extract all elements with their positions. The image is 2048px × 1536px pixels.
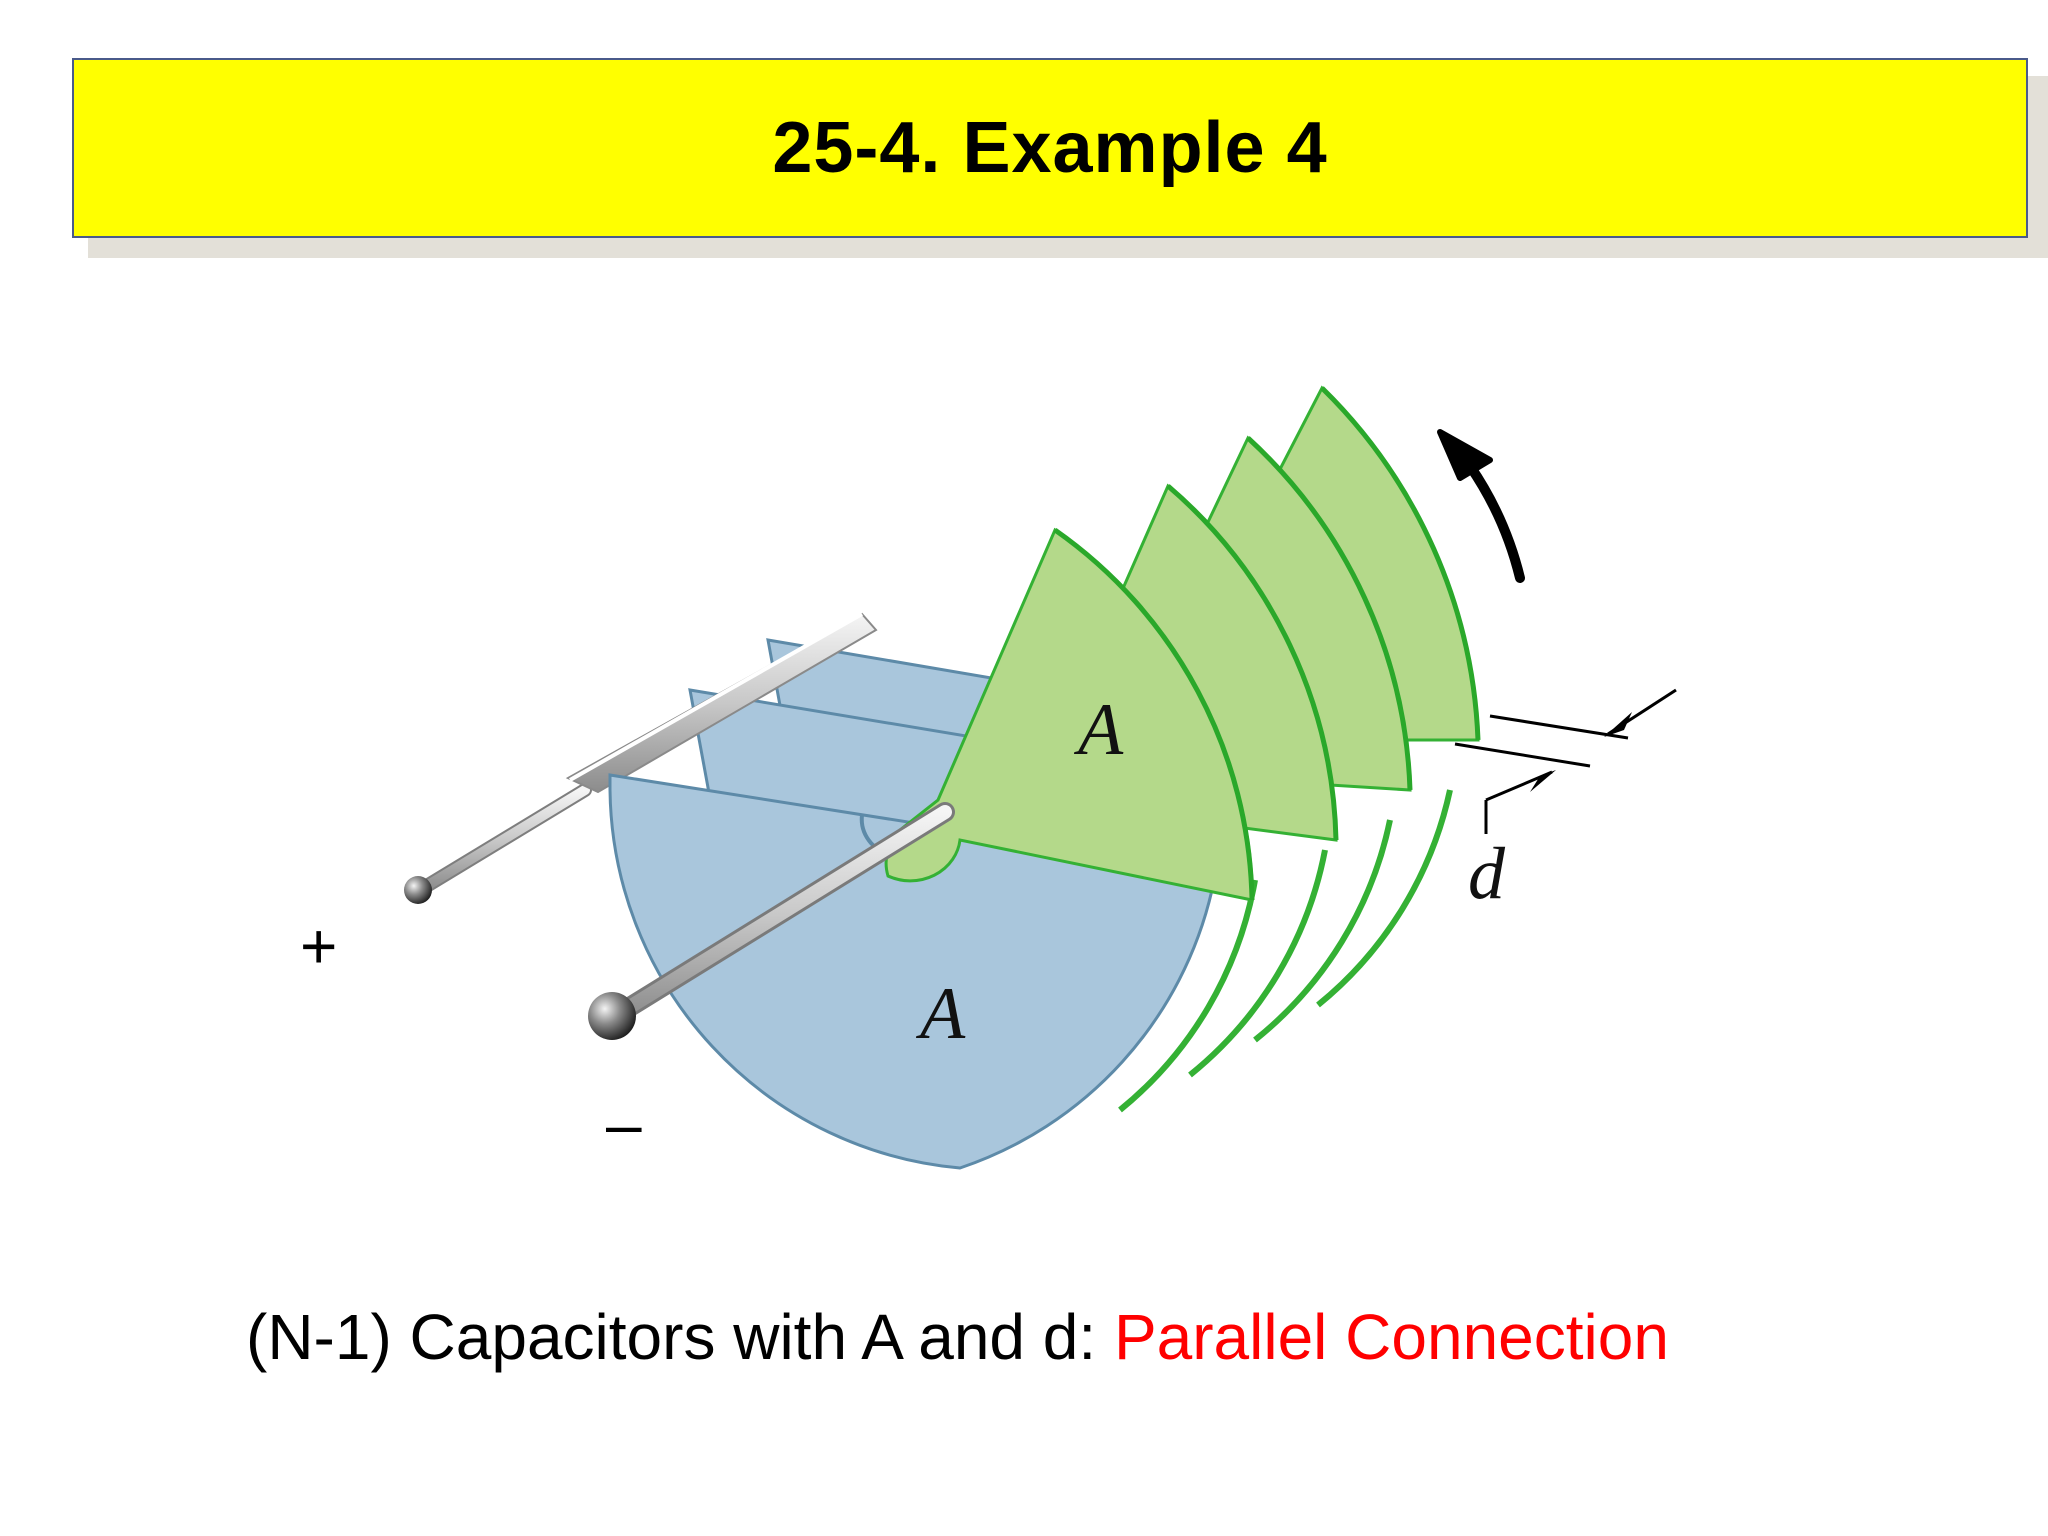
rotation-arrow	[1437, 429, 1525, 583]
area-label-rotor: A	[1073, 689, 1124, 771]
caption-text: (N-1) Capacitors with A and d:	[246, 1301, 1114, 1373]
caption: (N-1) Capacitors with A and d: Parallel …	[246, 1300, 1669, 1374]
stator-bus-bar	[565, 612, 878, 794]
negative-terminal	[588, 802, 955, 1040]
stacked-plate-edges	[1118, 789, 1453, 1113]
negative-terminal-ball	[588, 992, 636, 1040]
separation-label: d	[1468, 833, 1506, 915]
separation-dimension	[1454, 688, 1677, 834]
plus-sign: +	[300, 910, 337, 982]
fixed-plate-1	[608, 773, 1214, 1170]
area-label-stator: A	[915, 973, 966, 1055]
minus-sign: –	[606, 1088, 642, 1160]
title-banner: 25-4. Example 4	[72, 58, 2028, 238]
caption-highlight: Parallel Connection	[1113, 1301, 1669, 1373]
positive-terminal	[404, 783, 592, 904]
positive-terminal-ball	[404, 876, 432, 904]
slide-title: 25-4. Example 4	[772, 108, 1328, 188]
rotor-plate-1	[884, 527, 1255, 902]
